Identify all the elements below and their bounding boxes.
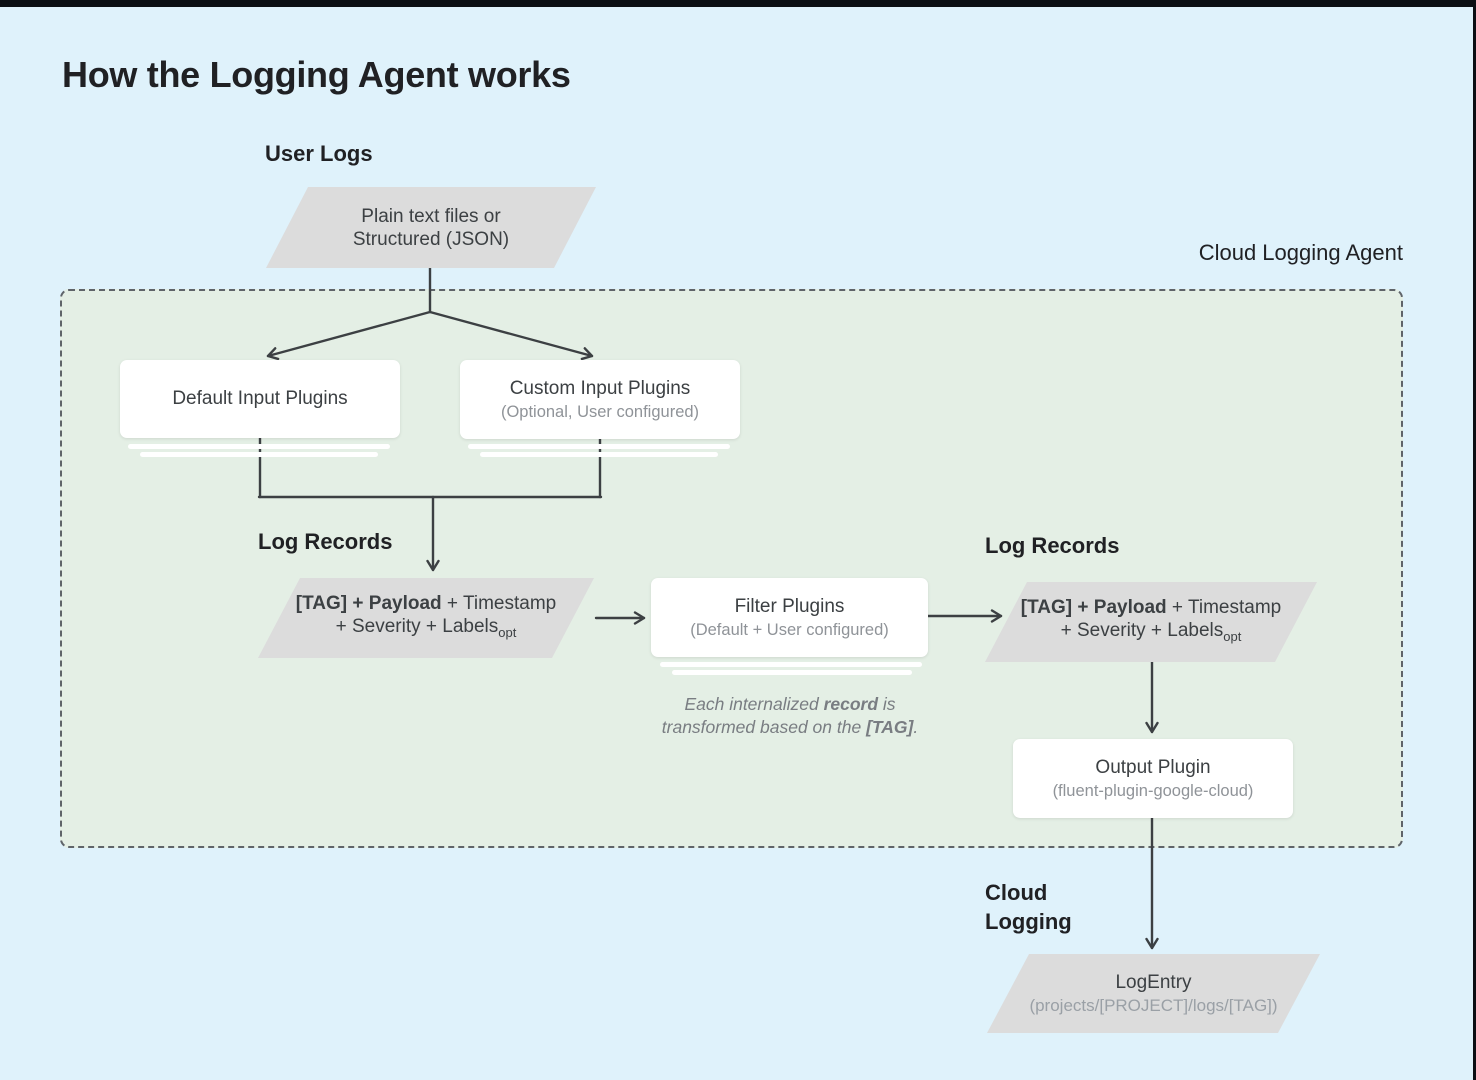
default-stack-line-1 [128,444,390,449]
filter-plugins-node: Filter Plugins (Default + User configure… [651,578,928,657]
filter-plugins-title: Filter Plugins [734,595,845,617]
log-entry-parallelogram: LogEntry (projects/[PROJECT]/logs/[TAG]) [987,954,1320,1033]
top-border-bar [0,0,1476,7]
user-input-line2: Structured (JSON) [352,228,510,250]
output-plugin-node: Output Plugin (fluent-plugin-google-clou… [1013,739,1293,818]
label-log-records-left: Log Records [258,529,393,554]
label-cloud-logging: Cloud Logging [985,880,1072,934]
filter-note-line1: Each internalized record is [684,694,896,714]
log-record-parallelogram-left: [TAG] + Payload + Timestamp + Severity +… [258,578,594,658]
filter-note: Each internalized record is transformed … [628,693,952,739]
custom-input-plugins-node: Custom Input Plugins (Optional, User con… [460,360,740,439]
log-entry-title: LogEntry [1115,971,1192,993]
default-input-plugins-node: Default Input Plugins [120,360,400,438]
log-record-parallelogram-right: [TAG] + Payload + Timestamp + Severity +… [985,582,1317,662]
filter-plugins-subtitle: (Default + User configured) [690,620,889,639]
custom-stack-line-2 [480,452,718,457]
log-record-left-line1: [TAG] + Payload + Timestamp [295,593,557,615]
page-title: How the Logging Agent works [62,54,571,95]
log-record-right-line1: [TAG] + Payload + Timestamp [1020,597,1282,619]
filter-note-line2: transformed based on the [TAG]. [661,717,919,737]
filter-stack-line-1 [660,662,922,667]
label-user-logs: User Logs [265,141,373,166]
user-input-line1: Plain text files or [361,205,501,227]
default-input-plugins-title: Default Input Plugins [172,388,348,409]
default-stack-line-2 [140,452,378,457]
right-border-bar [1473,0,1476,1080]
output-plugin-subtitle: (fluent-plugin-google-cloud) [1052,781,1254,800]
custom-stack-line-1 [468,444,730,449]
log-record-left-line2: + Severity + Labelsopt [335,616,517,640]
label-log-records-right: Log Records [985,533,1120,558]
label-cloud-logging-agent: Cloud Logging Agent [1198,240,1403,265]
filter-stack-line-2 [672,670,912,675]
custom-input-plugins-subtitle: (Optional, User configured) [500,402,700,421]
log-record-right-line2: + Severity + Labelsopt [1060,620,1242,644]
user-logs-parallelogram: Plain text files or Structured (JSON) [266,187,596,268]
output-plugin-title: Output Plugin [1095,756,1211,778]
custom-input-plugins-title: Custom Input Plugins [509,377,691,399]
log-entry-subtitle: (projects/[PROJECT]/logs/[TAG]) [1029,995,1278,1015]
